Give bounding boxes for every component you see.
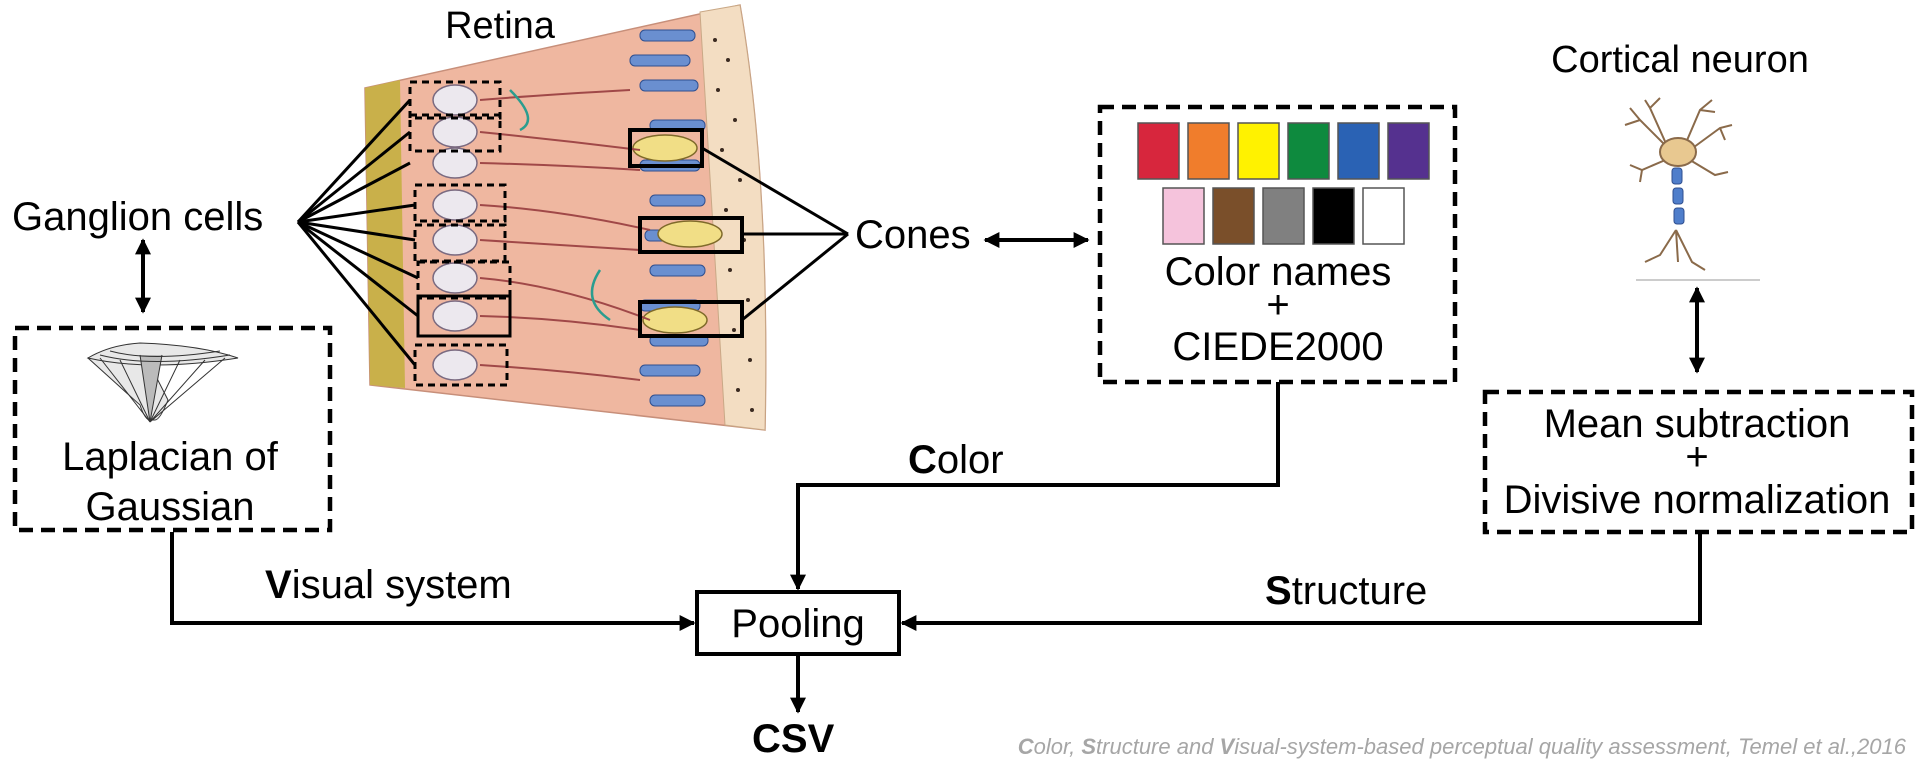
cone-fan-lines [701, 146, 849, 322]
ganglion-cells-label: Ganglion cells [12, 195, 263, 239]
citation: Color, Structure and Visual-system-based… [1018, 734, 1907, 759]
neural-fibers [479, 89, 651, 381]
cones-label: Cones [855, 213, 971, 257]
pooling-label: Pooling [731, 602, 864, 646]
color-names-label: Color names [1165, 250, 1392, 294]
color-swatch [1162, 187, 1205, 245]
pooling-box [695, 590, 901, 656]
color-swatch [1187, 122, 1230, 180]
structure-pathway-label: Structure [1265, 569, 1427, 613]
color-pathway-label: Color [908, 438, 1004, 482]
csv-label: CSV [752, 717, 835, 761]
color-swatch [1387, 122, 1430, 180]
ciede-label: CIEDE2000 [1172, 325, 1383, 369]
visual-flow-arrow [170, 532, 696, 631]
color-swatch [1212, 187, 1255, 245]
ganglion-cell-bodies [432, 84, 478, 381]
log-label-line1: Laplacian of [62, 435, 279, 479]
color-swatch [1287, 122, 1330, 180]
cortical-neuron-icon [1624, 97, 1760, 281]
color-box [1097, 104, 1458, 385]
color-swatch [1337, 122, 1380, 180]
visual-pathway-label: Visual system [265, 563, 512, 607]
color-swatch [1237, 122, 1280, 180]
mexican-hat-icon [86, 342, 239, 423]
log-box [12, 325, 333, 533]
cones-drawing [632, 134, 723, 334]
retina-label: Retina [445, 5, 556, 47]
mean-subtraction-label: Mean subtraction [1544, 402, 1851, 446]
structure-plus-label: + [1685, 435, 1708, 479]
color-swatch [1312, 187, 1355, 245]
retina-illustration [364, 4, 767, 431]
structure-flow-arrow [900, 532, 1702, 631]
color-swatch [1362, 187, 1405, 245]
color-swatch-row-2 [1162, 187, 1405, 245]
ganglion-fan-lines [296, 98, 419, 366]
cortical-neuron-label: Cortical neuron [1551, 39, 1809, 81]
pigment-dots [713, 38, 754, 412]
color-flow-arrow [790, 382, 1280, 591]
log-label-line2: Gaussian [86, 485, 255, 529]
color-swatch [1137, 122, 1180, 180]
color-plus-label: + [1266, 283, 1289, 327]
divisive-normalization-label: Divisive normalization [1504, 478, 1891, 522]
color-swatch [1262, 187, 1305, 245]
green-fibers [509, 89, 611, 322]
color-swatch-row-1 [1137, 122, 1430, 180]
